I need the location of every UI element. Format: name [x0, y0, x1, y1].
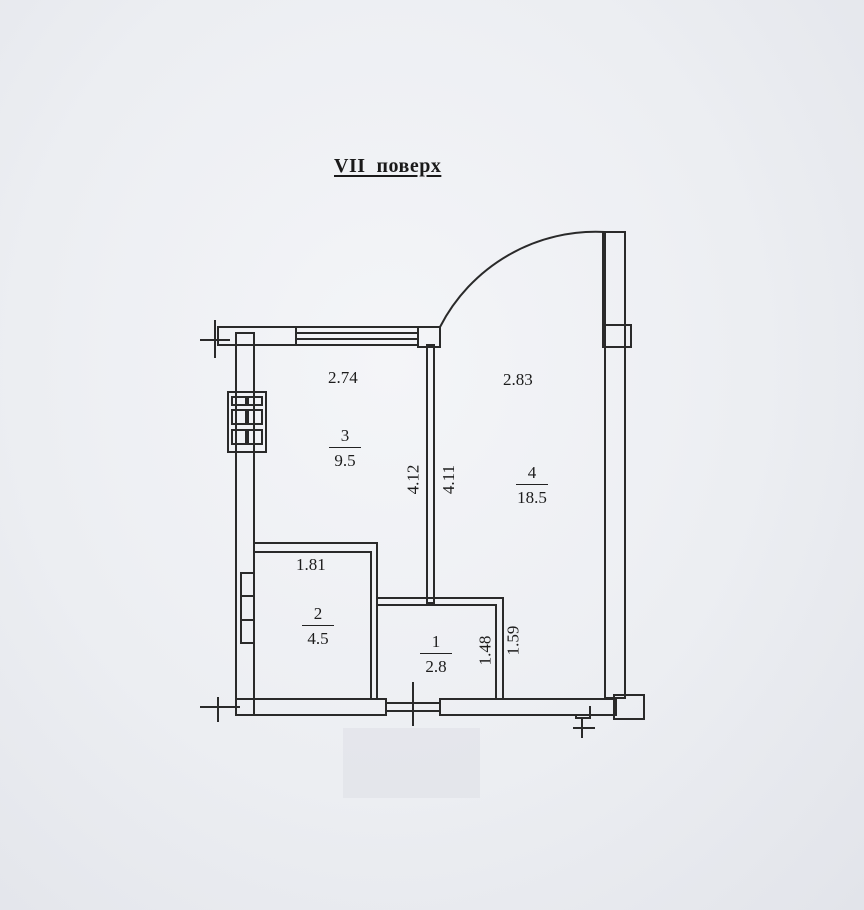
- room-3-number: 3: [329, 427, 361, 448]
- left-exterior-wall: [235, 332, 255, 716]
- axis-mark-bottom-right: [573, 718, 595, 738]
- room-4-area: 18.5: [517, 488, 547, 507]
- bottom-wall-notch: [575, 706, 591, 719]
- room-2-area: 4.5: [307, 629, 329, 648]
- axis-mark-top-left: [200, 320, 230, 358]
- right-exterior-wall: [604, 231, 626, 699]
- dim-partition-left: 4.12: [403, 464, 423, 495]
- room-1-number: 1: [420, 633, 452, 654]
- room-4-label: 4 18.5: [502, 464, 562, 506]
- scan-smudge: [343, 728, 480, 798]
- partition-room3-room4: [426, 344, 435, 604]
- room-3-label: 3 9.5: [315, 427, 375, 469]
- dim-room1-depth-left: 1.48: [475, 635, 495, 666]
- room-3-area: 9.5: [334, 451, 356, 470]
- right-bottom-column: [613, 694, 645, 720]
- floor-title: VII поверх: [334, 155, 442, 177]
- right-wall-column: [602, 324, 632, 348]
- room-4-number: 4: [516, 464, 548, 485]
- axis-mark-bottom-left: [200, 697, 240, 722]
- dim-room1-depth-right: 1.59: [503, 625, 523, 656]
- room-1-label: 1 2.8: [406, 633, 466, 675]
- top-window: [296, 326, 418, 346]
- top-wall-right-pier: [417, 326, 441, 348]
- room2-inner-wall: [254, 551, 372, 699]
- bottom-wall-left-segment: [235, 698, 387, 716]
- room2-window: [240, 572, 255, 644]
- entrance-door: [386, 682, 440, 726]
- dim-room3-width: 2.74: [328, 368, 358, 387]
- room-1-area: 2.8: [425, 657, 447, 676]
- dim-room4-width: 2.83: [503, 370, 533, 389]
- room-2-label: 2 4.5: [288, 605, 348, 647]
- room-2-number: 2: [302, 605, 334, 626]
- room1-inner-wall: [377, 604, 497, 699]
- bottom-wall-right-segment: [439, 698, 617, 716]
- balcony-door-swing-arc: [439, 230, 606, 328]
- dim-partition-right: 4.11: [439, 464, 459, 495]
- room1-outer-wall: [377, 597, 504, 699]
- ventilation-shaft: [227, 391, 267, 453]
- top-wall-left-segment: [217, 326, 297, 346]
- dim-room2-width: 1.81: [296, 555, 326, 574]
- room2-outer-wall: [254, 542, 378, 699]
